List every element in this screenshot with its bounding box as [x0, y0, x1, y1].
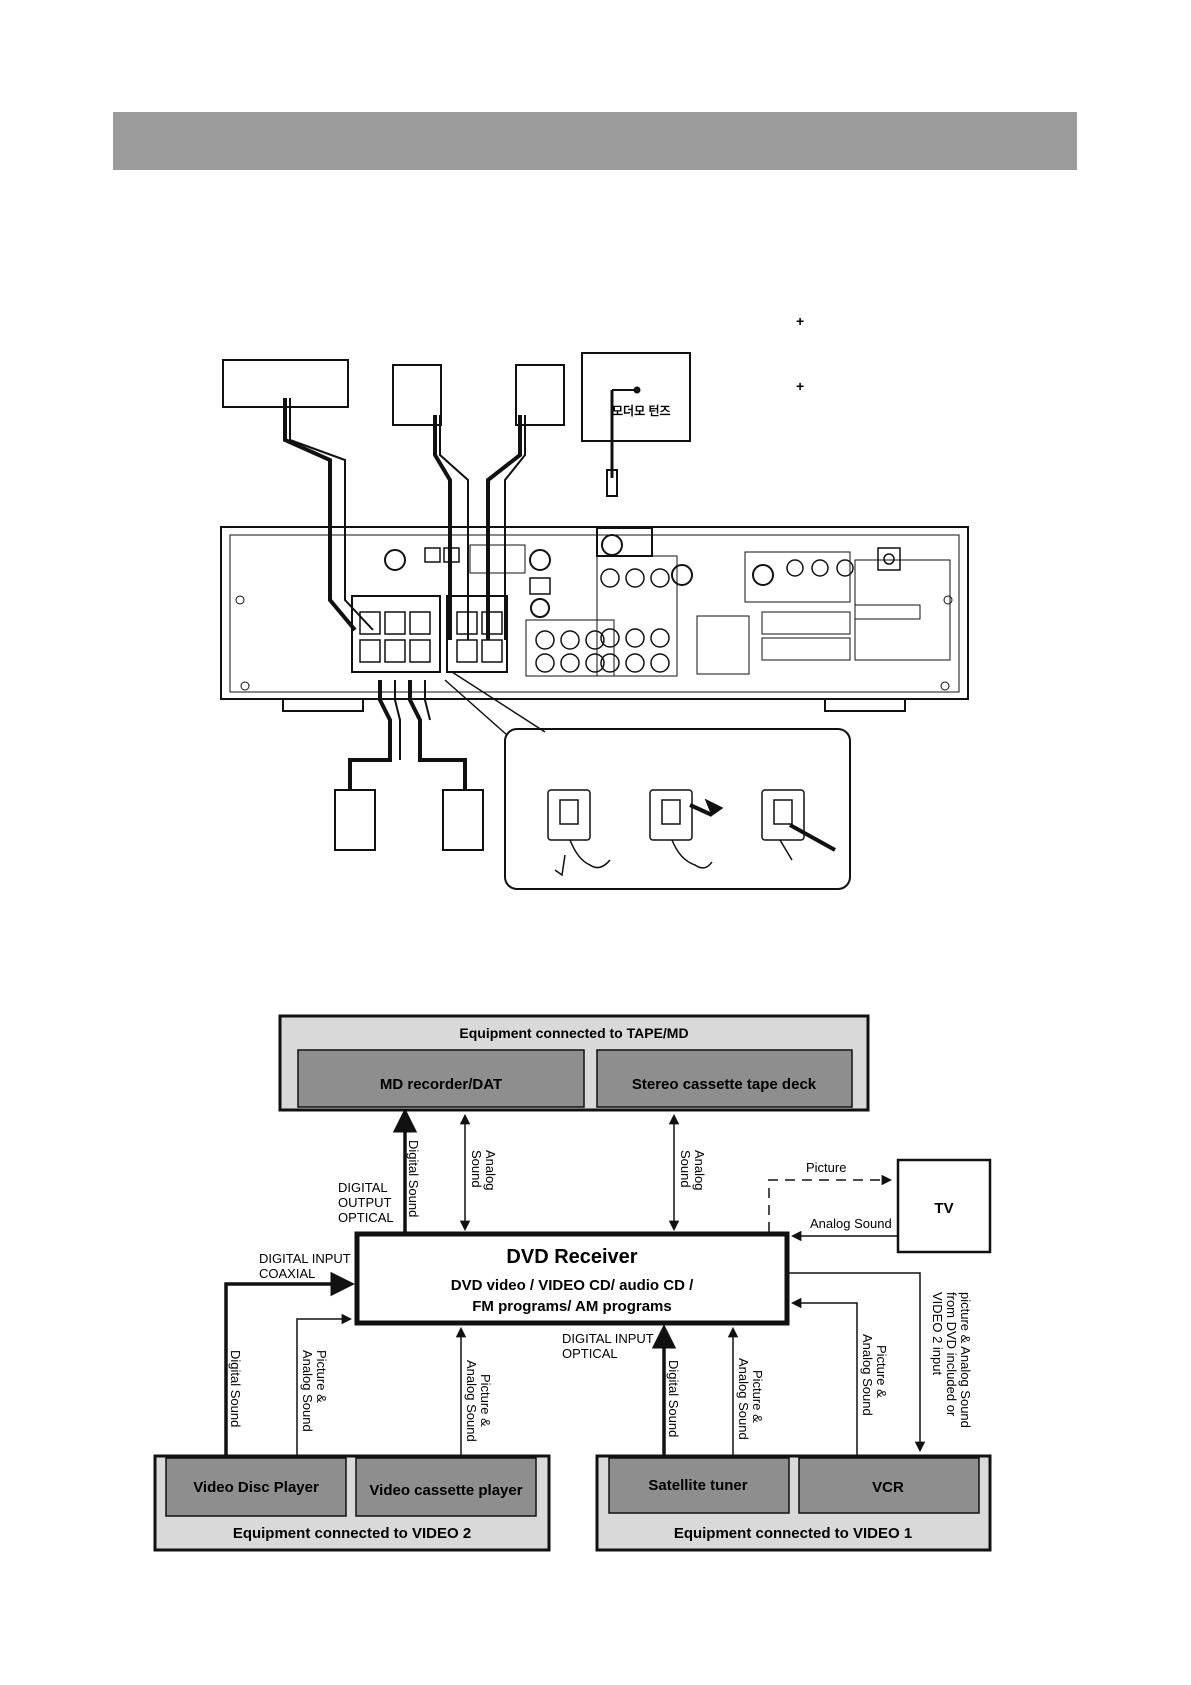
pas-vlabel-vcr-1: Picture &: [874, 1345, 889, 1398]
receiver-line2: FM programs/ AM programs: [472, 1298, 671, 1315]
dvd-receiver-title: DVD Receiver: [506, 1246, 637, 1268]
analog-sound-label: Analog Sound: [810, 1216, 892, 1231]
video2-title: Equipment connected to VIDEO 2: [233, 1525, 471, 1542]
legend-marker: +: [796, 378, 804, 394]
video-disc-player-label: Video Disc Player: [193, 1479, 319, 1496]
digital-sound-vlabel-md: Digital Sound: [406, 1140, 421, 1217]
stereo-cassette-deck-label: Stereo cassette tape deck: [632, 1076, 817, 1093]
md-recorder-dat-label: MD recorder/DAT: [380, 1076, 502, 1093]
digital-sound-vlabel-vdp: Digital Sound: [228, 1350, 243, 1427]
video1-group: [595, 1454, 992, 1552]
receiver-rear-panel: [220, 526, 969, 700]
subwoofer-box: [581, 352, 691, 442]
picture-label: Picture: [806, 1160, 846, 1175]
speaker-box-surround-left: [334, 789, 376, 851]
video-cassette-player-label: Video cassette player: [369, 1482, 522, 1499]
video2-group: [153, 1454, 551, 1552]
header-bar: [113, 112, 1077, 170]
pas-vlabel-sat-1: Picture &: [750, 1370, 765, 1423]
speaker-box-front-right: [515, 364, 565, 426]
receiver-line1: DVD video / VIDEO CD/ audio CD /: [451, 1277, 694, 1294]
digital-input-coaxial-1: DIGITAL INPUT: [259, 1251, 351, 1266]
vcr-note-2: from DVD included or: [944, 1292, 959, 1417]
analog-vlabel-md-2: Sound: [469, 1150, 484, 1188]
digital-sound-vlabel-sat: Digital Sound: [666, 1360, 681, 1437]
pas-vlabel-vcr-2: Analog Sound: [860, 1334, 875, 1416]
analog-vlabel-md-1: Analog: [483, 1150, 498, 1190]
pas-vlabel-vcp-1: Picture &: [478, 1374, 493, 1427]
analog-vlabel-tape-1: Analog: [692, 1150, 707, 1190]
wiring-illustration: [220, 352, 969, 890]
digital-output-label-2: OUTPUT: [338, 1195, 392, 1210]
tv-label: TV: [934, 1200, 953, 1217]
speaker-box-front-left: [392, 364, 442, 426]
subwoofer-label-glyph: 모더모 턴즈: [612, 403, 671, 418]
vcr-note-3: VIDEO 2 input: [930, 1292, 945, 1375]
digital-output-label-1: DIGITAL: [338, 1180, 388, 1195]
tape-md-group: [278, 1014, 870, 1112]
pas-vlabel-sat-2: Analog Sound: [736, 1358, 751, 1440]
pas-vlabel-vdp-2: Analog Sound: [300, 1350, 315, 1432]
terminal-step-illustrations: [547, 789, 836, 877]
analog-vlabel-tape-2: Sound: [678, 1150, 693, 1188]
tape-md-title: Equipment connected to TAPE/MD: [459, 1025, 688, 1041]
dvd-receiver-box: [354, 1231, 790, 1326]
vcr-label: VCR: [872, 1479, 904, 1496]
pas-vlabel-vdp-1: Picture &: [314, 1350, 329, 1403]
digital-input-optical-1: DIGITAL INPUT: [562, 1331, 654, 1346]
digital-input-coaxial-2: COAXIAL: [259, 1266, 315, 1281]
vcr-note-1: picture & Analog Sound: [958, 1292, 973, 1428]
digital-input-optical-2: OPTICAL: [562, 1346, 618, 1361]
video1-title: Equipment connected to VIDEO 1: [674, 1525, 912, 1542]
flow-connections: [224, 1108, 926, 1456]
pas-vlabel-vcp-2: Analog Sound: [464, 1360, 479, 1442]
satellite-tuner-label: Satellite tuner: [648, 1477, 747, 1494]
digital-output-label-3: OPTICAL: [338, 1210, 394, 1225]
legend-marker: +: [796, 313, 804, 329]
terminal-zoom-callout: [504, 728, 851, 890]
speaker-box-surround-right: [442, 789, 484, 851]
tv-box: [896, 1158, 992, 1254]
